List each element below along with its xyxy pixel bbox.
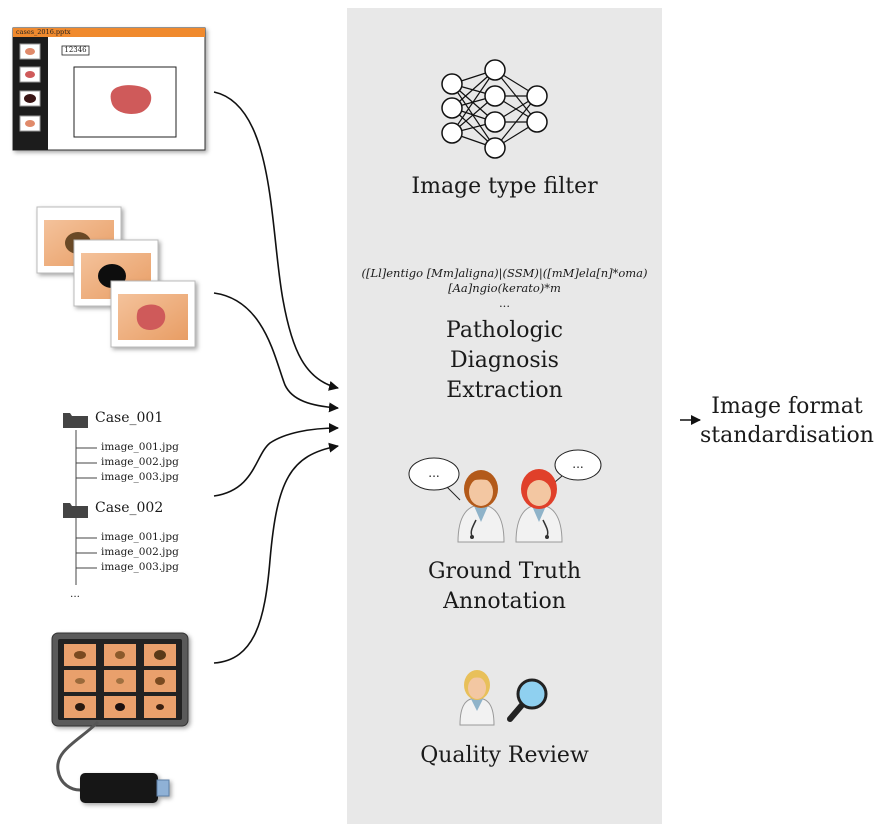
file-item: image_002.jpg bbox=[101, 456, 179, 468]
file-item: image_003.jpg bbox=[101, 471, 179, 483]
arrow-pptx bbox=[213, 91, 339, 391]
photo-print-3 bbox=[110, 280, 196, 348]
doctor-icon-right bbox=[515, 469, 563, 543]
input-arrows bbox=[213, 91, 701, 664]
file-item: image_001.jpg bbox=[101, 531, 179, 543]
pptx-thumbnails bbox=[19, 43, 41, 132]
output-label-line2: standardisation bbox=[700, 423, 874, 448]
usb-cable bbox=[56, 720, 100, 792]
file-item: image_002.jpg bbox=[101, 546, 179, 558]
doctor-icon-left bbox=[457, 470, 505, 543]
folder-tree-lines bbox=[75, 430, 97, 585]
folder-icon-case1 bbox=[63, 413, 88, 428]
arrow-folders bbox=[213, 423, 339, 497]
step-diagnosis-line2: Diagnosis bbox=[450, 348, 559, 373]
file-item: image_003.jpg bbox=[101, 561, 179, 573]
arrow-tablet bbox=[213, 442, 339, 664]
usb-stick bbox=[80, 773, 170, 803]
bubble-tail-left bbox=[446, 486, 461, 501]
step-diagnosis-line1: Pathologic bbox=[446, 318, 563, 343]
reviewer-icon bbox=[459, 670, 495, 726]
speech-bubble-right-text: ... bbox=[572, 457, 584, 471]
pptx-title-bar bbox=[13, 28, 205, 37]
folder-tree-more: ... bbox=[70, 588, 81, 600]
regex-more: ... bbox=[499, 296, 510, 310]
step-image-type-filter: Image type filter bbox=[411, 174, 598, 199]
magnifier-icon bbox=[507, 678, 548, 722]
neural-network-icon bbox=[441, 59, 548, 159]
step-annotation-line2: Annotation bbox=[443, 589, 566, 614]
arrow-photos bbox=[213, 292, 339, 413]
tablet-image-grid bbox=[64, 644, 176, 718]
step-diagnosis-line3: Extraction bbox=[446, 378, 563, 403]
folder-name-case2: Case_002 bbox=[95, 500, 164, 516]
speech-bubble-right bbox=[554, 449, 602, 481]
output-label-line1: Image format bbox=[711, 394, 863, 419]
pptx-window-title: cases_2016.pptx bbox=[16, 28, 71, 36]
file-item: image_001.jpg bbox=[101, 441, 179, 453]
speech-bubble-left bbox=[408, 457, 460, 491]
speech-bubble-left-text: ... bbox=[428, 466, 440, 480]
folder-name-case1: Case_001 bbox=[95, 410, 164, 426]
regex-pattern-1: ([Ll]entigo [Mm]aligna)|(SSM)|([mM]ela[n… bbox=[361, 266, 648, 280]
regex-pattern-2: [Aa]ngio(kerato)*m bbox=[448, 281, 561, 295]
slide-number: 12346 bbox=[64, 46, 87, 54]
slide-number-box bbox=[61, 45, 90, 56]
step-annotation-line1: Ground Truth bbox=[427, 559, 582, 584]
step-quality-review: Quality Review bbox=[420, 743, 589, 768]
slide-lesion bbox=[110, 85, 152, 114]
